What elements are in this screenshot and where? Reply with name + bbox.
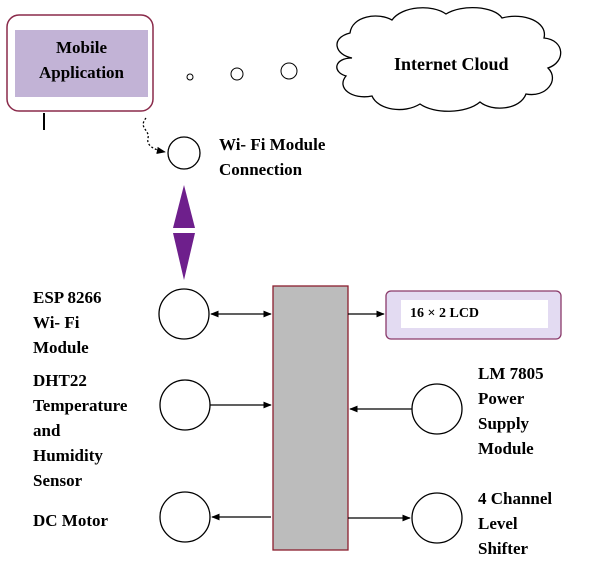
- esp8266-label: ESP 8266 Wi- Fi Module: [33, 285, 102, 360]
- lcd-inner: [401, 300, 548, 328]
- dht22-line4: Humidity: [33, 446, 103, 465]
- bubble-small: [186, 73, 194, 81]
- mobile-application-fill: [15, 30, 148, 97]
- dc-motor-label: DC Motor: [33, 511, 109, 530]
- dht22-line2: Temperature: [33, 396, 128, 415]
- purple-double-arrow-down: [173, 233, 195, 280]
- purple-double-arrow-up: [173, 185, 195, 228]
- esp8266-line1: ESP 8266: [33, 288, 102, 307]
- power-supply-line3: Supply: [478, 414, 530, 433]
- level-shifter-circle: [411, 492, 463, 544]
- wifi-connection-circle: [167, 136, 201, 170]
- mobile-application-label: Mobile Application: [15, 35, 148, 85]
- level-shifter-line2: Level: [478, 514, 518, 533]
- dht22-circle: [159, 379, 211, 431]
- wifi-connection-line2: Connection: [219, 160, 303, 179]
- dht22-line3: and: [33, 421, 61, 440]
- bubble-large: [280, 62, 298, 80]
- level-shifter-line1: 4 Channel: [478, 489, 553, 508]
- internet-cloud-label: Internet Cloud: [394, 54, 509, 74]
- mobile-application-line1: Mobile: [56, 38, 107, 57]
- mobile-to-wifi-arrow: [142, 117, 166, 154]
- power-supply-line4: Module: [478, 439, 534, 458]
- lcd-label: 16 × 2 LCD: [410, 306, 480, 321]
- power-supply-line2: Power: [478, 389, 525, 408]
- power-supply-label: LM 7805 Power Supply Module: [478, 361, 544, 461]
- controller-block: [272, 285, 349, 551]
- dc-motor-circle: [159, 491, 211, 543]
- esp8266-line2: Wi- Fi: [33, 313, 80, 332]
- mobile-application-line2: Application: [38, 63, 125, 82]
- internet-cloud-shape: [336, 6, 562, 112]
- esp8266-circle: [158, 288, 210, 340]
- dht22-label: DHT22 Temperature and Humidity Sensor: [33, 368, 127, 493]
- power-supply-line1: LM 7805: [478, 364, 544, 383]
- esp8266-line3: Module: [33, 338, 89, 357]
- wifi-connection-label: Wi- Fi Module Connection: [219, 132, 325, 182]
- power-supply-circle: [411, 383, 463, 435]
- level-shifter-line3: Shifter: [478, 539, 529, 558]
- bubble-medium: [230, 67, 244, 81]
- wifi-connection-line1: Wi- Fi Module: [219, 135, 326, 154]
- dht22-line1: DHT22: [33, 371, 87, 390]
- level-shifter-label: 4 Channel Level Shifter: [478, 486, 552, 561]
- dht22-line5: Sensor: [33, 471, 83, 490]
